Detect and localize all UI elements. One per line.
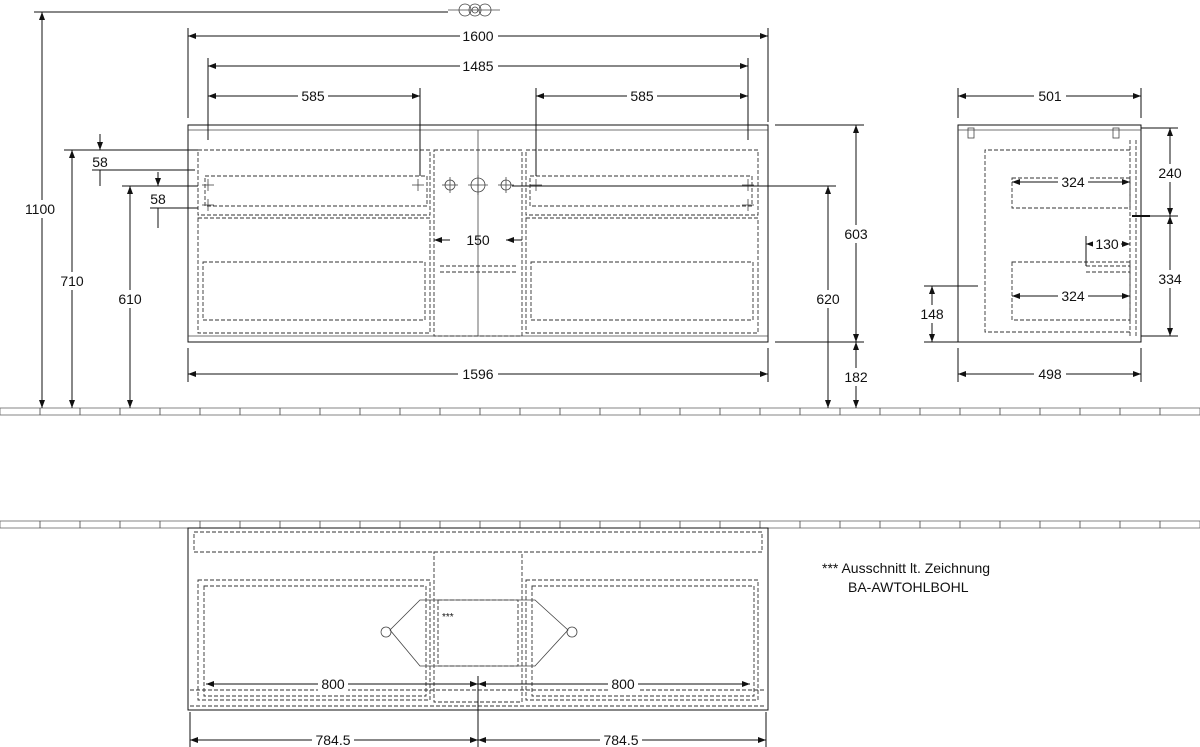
dim-130: 130	[1095, 236, 1119, 252]
dim-324-top: 324	[1061, 174, 1085, 190]
dim-1596: 1596	[462, 366, 493, 382]
side-view-labels: 501 498 240 334 324 324 130 148	[918, 88, 1186, 382]
top-view-labels: 800 800 784.5 784.5 ***	[312, 612, 642, 747]
side-view-cabinet	[957, 124, 1150, 343]
dim-784-left: 784.5	[315, 732, 350, 747]
dim-58-top: 58	[92, 154, 108, 170]
front-view-cabinet	[187, 124, 769, 343]
dim-1100: 1100	[25, 201, 55, 217]
tap-hole-icon	[442, 175, 514, 195]
dim-585-right: 585	[630, 88, 654, 104]
dim-334: 334	[1158, 271, 1182, 287]
dim-800-left: 800	[321, 676, 345, 692]
dim-58-bottom: 58	[150, 191, 166, 207]
dim-610: 610	[118, 291, 142, 307]
front-view-labels: 1100 710 610 58 58 1600 1485 585 585 150…	[16, 28, 872, 386]
dim-1485: 1485	[462, 58, 493, 74]
dim-324-bottom: 324	[1061, 288, 1085, 304]
cutout-note: *** Ausschnitt lt. Zeichnung BA-AWTOHLBO…	[822, 560, 990, 595]
dim-620: 620	[816, 291, 840, 307]
dim-784-right: 784.5	[603, 732, 638, 747]
dim-150: 150	[466, 232, 490, 248]
projection-symbol-icon	[448, 3, 500, 17]
note-line-1: *** Ausschnitt lt. Zeichnung	[822, 560, 990, 576]
floor-line-bottom	[0, 520, 1200, 529]
dim-603: 603	[844, 226, 868, 242]
dim-1600: 1600	[462, 28, 493, 44]
dim-148: 148	[920, 306, 944, 322]
dim-240: 240	[1158, 165, 1182, 181]
cutout-marker: ***	[442, 612, 454, 623]
dim-800-right: 800	[611, 676, 635, 692]
dim-585-left: 585	[301, 88, 325, 104]
dim-710: 710	[60, 273, 84, 289]
dim-182: 182	[844, 369, 868, 385]
note-line-2: BA-AWTOHLBOHL	[848, 579, 969, 595]
floor-line-top	[0, 407, 1200, 416]
dim-501: 501	[1038, 88, 1062, 104]
dim-498: 498	[1038, 366, 1062, 382]
washbasin-cutout	[389, 599, 569, 667]
